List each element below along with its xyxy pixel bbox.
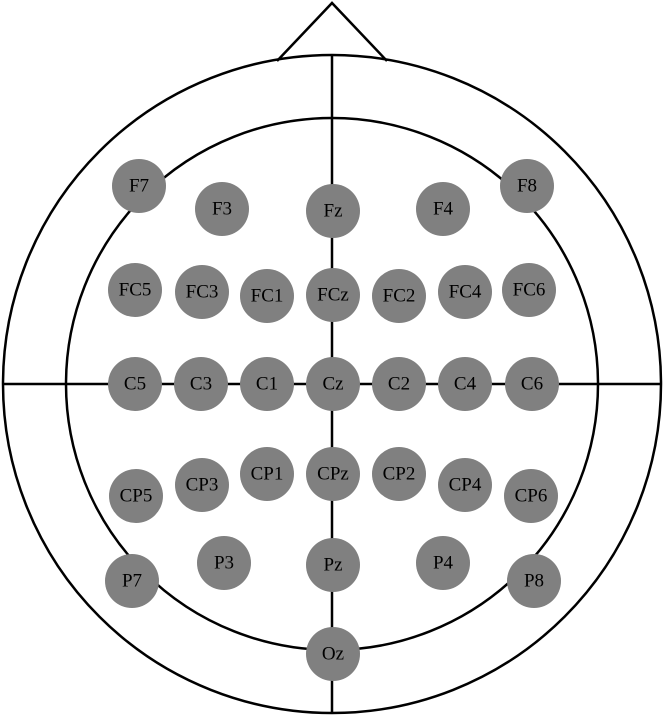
electrode-p4: P4 (416, 536, 470, 590)
electrode-fz: Fz (306, 184, 360, 238)
electrode-p8-label: P8 (524, 570, 544, 591)
electrode-fc6-label: FC6 (513, 279, 546, 300)
electrode-f7: F7 (112, 159, 166, 213)
electrode-fc4-label: FC4 (449, 281, 482, 302)
electrode-p3: P3 (197, 536, 251, 590)
electrode-c2-marker (372, 357, 426, 411)
electrode-c1: C1 (240, 357, 294, 411)
electrode-fc2-label: FC2 (383, 285, 416, 306)
electrode-c5-marker (108, 357, 162, 411)
electrode-fc5: FC5 (108, 263, 162, 317)
electrode-p4-label: P4 (433, 552, 454, 573)
electrode-c3: C3 (174, 357, 228, 411)
electrode-fc5-label: FC5 (119, 279, 152, 300)
electrode-p8-marker (507, 554, 561, 608)
electrode-cp4-label: CP4 (449, 474, 482, 495)
electrode-c5: C5 (108, 357, 162, 411)
electrode-c4: C4 (438, 357, 492, 411)
electrode-fc2-marker (372, 269, 426, 323)
electrode-fcz-marker (306, 268, 360, 322)
electrode-fc1-label: FC1 (251, 285, 284, 306)
electrode-cp2: CP2 (372, 447, 426, 501)
electrode-c4-marker (438, 357, 492, 411)
electrode-fc3-label: FC3 (186, 281, 219, 302)
electrode-cp3-label: CP3 (186, 474, 219, 495)
electrode-oz-label: Oz (322, 643, 344, 664)
electrode-cp2-label: CP2 (383, 463, 416, 484)
electrode-c3-marker (174, 357, 228, 411)
electrode-c6-marker (505, 357, 559, 411)
electrode-f4-label: F4 (433, 198, 454, 219)
electrode-f3: F3 (195, 182, 249, 236)
electrode-cp1-marker (240, 447, 294, 501)
electrode-p7: P7 (105, 554, 159, 608)
electrode-f8: F8 (500, 159, 554, 213)
electrode-p3-marker (197, 536, 251, 590)
electrode-c5-label: C5 (124, 373, 146, 394)
nose-outline (276, 1, 388, 62)
electrode-cpz: CPz (306, 447, 360, 501)
electrode-fcz: FCz (306, 268, 360, 322)
electrode-cp3-marker (175, 458, 229, 512)
electrode-f4: F4 (416, 182, 470, 236)
electrode-cp6-marker (504, 469, 558, 523)
electrode-p7-label: P7 (122, 570, 142, 591)
electrode-fc3: FC3 (175, 265, 229, 319)
electrode-c3-label: C3 (190, 373, 212, 394)
electrode-fc6: FC6 (502, 263, 556, 317)
electrode-c4-label: C4 (454, 373, 477, 394)
electrode-pz-label: Pz (324, 554, 343, 575)
electrode-cz-marker (306, 357, 360, 411)
electrode-fc5-marker (108, 263, 162, 317)
electrode-cpz-marker (306, 447, 360, 501)
electrode-fz-marker (306, 184, 360, 238)
electrode-c6-label: C6 (521, 373, 543, 394)
electrode-cp1: CP1 (240, 447, 294, 501)
electrode-cz-label: Cz (322, 373, 343, 394)
electrode-fz-label: Fz (324, 200, 343, 221)
electrode-cp5-label: CP5 (120, 485, 153, 506)
electrode-oz: Oz (306, 627, 360, 681)
electrode-f7-marker (112, 159, 166, 213)
electrode-pz-marker (306, 538, 360, 592)
electrode-f8-label: F8 (517, 175, 537, 196)
electrode-c1-label: C1 (256, 373, 278, 394)
electrode-fc3-marker (175, 265, 229, 319)
electrode-cp6-label: CP6 (515, 485, 548, 506)
electrode-c6: C6 (505, 357, 559, 411)
electrode-cp5-marker (109, 469, 163, 523)
electrode-cpz-label: CPz (317, 463, 349, 484)
electrode-cp5: CP5 (109, 469, 163, 523)
electrode-cp2-marker (372, 447, 426, 501)
electrode-c2-label: C2 (388, 373, 410, 394)
electrode-p4-marker (416, 536, 470, 590)
electrode-cp4-marker (438, 458, 492, 512)
electrode-pz: Pz (306, 538, 360, 592)
electrode-p7-marker (105, 554, 159, 608)
electrode-f7-label: F7 (129, 175, 149, 196)
electrode-fc1: FC1 (240, 269, 294, 323)
electrode-fc4-marker (438, 265, 492, 319)
electrode-cp1-label: CP1 (251, 463, 284, 484)
electrode-c2: C2 (372, 357, 426, 411)
electrode-cz: Cz (306, 357, 360, 411)
electrode-f3-marker (195, 182, 249, 236)
electrode-fc2: FC2 (372, 269, 426, 323)
electrode-c1-marker (240, 357, 294, 411)
electrode-f3-label: F3 (212, 198, 232, 219)
electrode-oz-marker (306, 627, 360, 681)
electrode-cp6: CP6 (504, 469, 558, 523)
electrode-f8-marker (500, 159, 554, 213)
electrode-fcz-label: FCz (317, 284, 349, 305)
electrode-cp4: CP4 (438, 458, 492, 512)
electrode-p8: P8 (507, 554, 561, 608)
electrode-p3-label: P3 (214, 552, 234, 573)
electrode-cp3: CP3 (175, 458, 229, 512)
electrode-fc6-marker (502, 263, 556, 317)
electrode-fc4: FC4 (438, 265, 492, 319)
electrode-f4-marker (416, 182, 470, 236)
electrode-fc1-marker (240, 269, 294, 323)
